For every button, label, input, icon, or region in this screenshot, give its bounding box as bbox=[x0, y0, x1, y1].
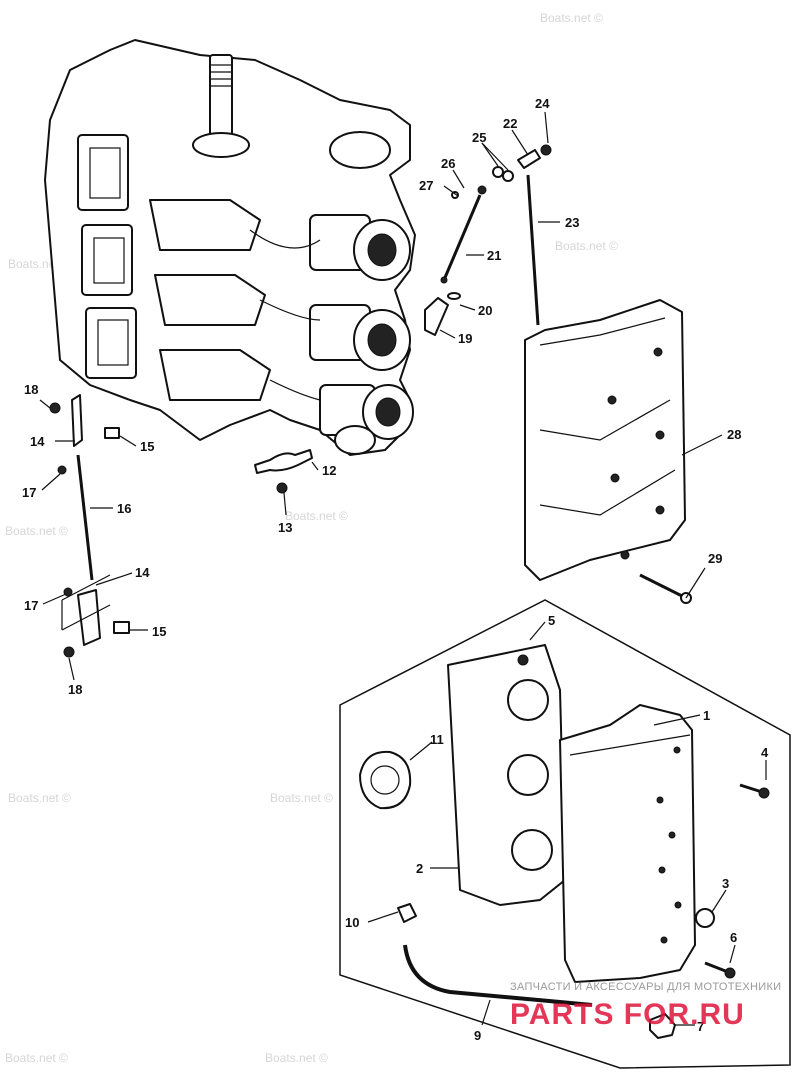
callout-2: 2 bbox=[416, 861, 423, 876]
watermark: Boats.net © bbox=[270, 791, 333, 805]
callout-12: 12 bbox=[322, 463, 336, 478]
callout-26: 26 bbox=[441, 156, 455, 171]
callout-6: 6 bbox=[730, 930, 737, 945]
callout-25: 25 bbox=[472, 130, 486, 145]
callout-17: 17 bbox=[24, 598, 38, 613]
watermark: Boats.net © bbox=[265, 1051, 328, 1065]
carburetor bbox=[319, 384, 414, 455]
inset-frame bbox=[339, 599, 791, 1069]
callout-23: 23 bbox=[565, 215, 579, 230]
callout-28: 28 bbox=[727, 427, 741, 442]
callout-14: 14 bbox=[30, 434, 45, 449]
callout-11: 11 bbox=[430, 732, 444, 747]
callout-1: 1 bbox=[703, 708, 710, 723]
callout-labels: 24 22 25 26 27 23 21 20 19 28 29 12 13 1… bbox=[22, 96, 769, 1043]
fuel-pump-parts bbox=[424, 144, 552, 336]
callout-17: 17 bbox=[22, 485, 36, 500]
brand-logo-text: PARTS FOR.RU bbox=[510, 998, 745, 1031]
callout-22: 22 bbox=[503, 116, 517, 131]
callout-10: 10 bbox=[345, 915, 359, 930]
watermark: Boats.net © bbox=[285, 509, 348, 523]
watermark: Boats.net © bbox=[8, 791, 71, 805]
watermark: Boats.net © bbox=[555, 239, 618, 253]
callout-13: 13 bbox=[278, 520, 292, 535]
callout-4: 4 bbox=[761, 745, 769, 760]
carburetor bbox=[309, 214, 411, 281]
exhaust-plate-assembly bbox=[359, 644, 770, 1039]
callout-18: 18 bbox=[68, 682, 82, 697]
callout-3: 3 bbox=[722, 876, 729, 891]
brand-watermark: ЗАПЧАСТИ И АКСЕССУАРЫ ДЛЯ МОТОТЕХНИКИ PA… bbox=[510, 981, 781, 1031]
callout-9: 9 bbox=[474, 1028, 481, 1043]
callout-16: 16 bbox=[117, 501, 131, 516]
callout-18: 18 bbox=[24, 382, 38, 397]
throttle-link-assembly bbox=[49, 394, 130, 658]
callout-14: 14 bbox=[135, 565, 150, 580]
hose-clamp bbox=[254, 449, 313, 494]
watermark: Boats.net © bbox=[540, 11, 603, 25]
callout-27: 27 bbox=[419, 178, 433, 193]
leader-lines bbox=[39, 111, 767, 1026]
carburetor bbox=[309, 304, 411, 371]
callout-21: 21 bbox=[487, 248, 501, 263]
callout-15: 15 bbox=[140, 439, 154, 454]
callout-15: 15 bbox=[152, 624, 166, 639]
callout-19: 19 bbox=[458, 331, 472, 346]
callout-29: 29 bbox=[708, 551, 722, 566]
watermark: Boats.net © bbox=[5, 524, 68, 538]
callout-24: 24 bbox=[535, 96, 550, 111]
brand-tagline: ЗАПЧАСТИ И АКСЕССУАРЫ ДЛЯ МОТОТЕХНИКИ bbox=[510, 981, 781, 993]
powerhead-block bbox=[44, 39, 416, 456]
callout-7: 7 bbox=[697, 1019, 704, 1034]
callout-20: 20 bbox=[478, 303, 492, 318]
watermark: Boats.net © bbox=[5, 1051, 68, 1065]
exhaust-cover bbox=[524, 299, 692, 604]
callout-5: 5 bbox=[548, 613, 555, 628]
